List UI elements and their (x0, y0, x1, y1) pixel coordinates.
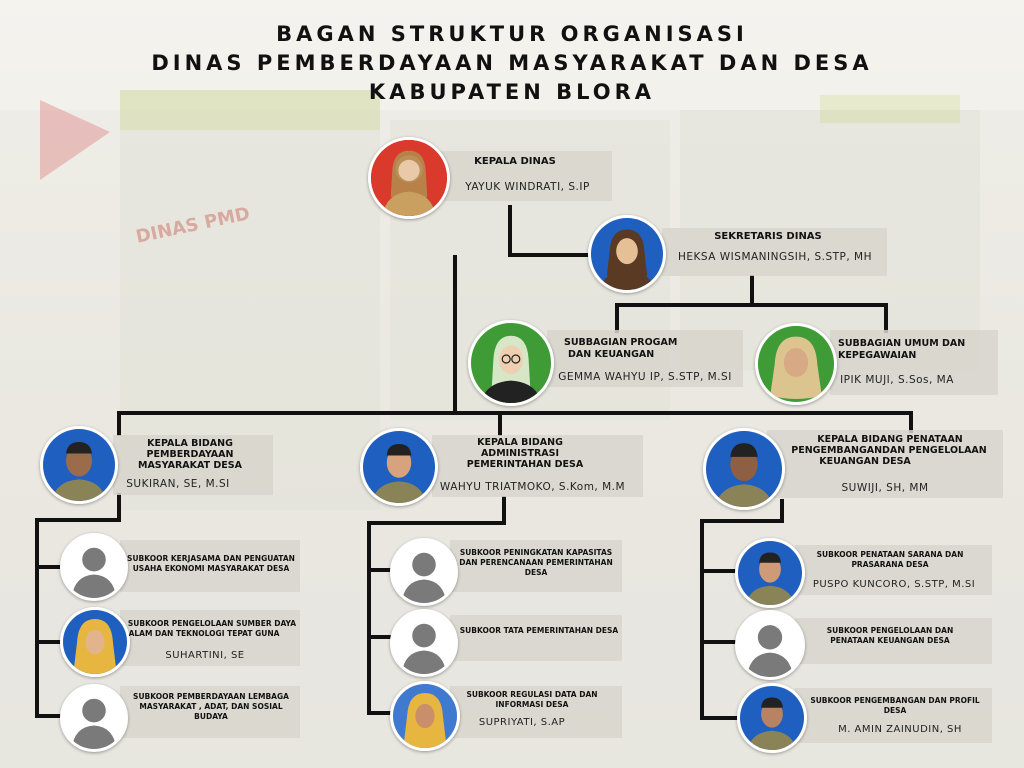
bidang-pmd-role-3: MASYARAKAT DESA (138, 460, 242, 471)
subkoor-col3-1-name: PUSPO KUNCORO, S.STP, M.SI (812, 579, 976, 590)
kepala-dinas-name: YAYUK WINDRATI, S.IP (465, 181, 590, 193)
bidang-pmd-photo (40, 426, 118, 504)
portrait-icon (471, 323, 551, 403)
bidang-apd-role-1: KEPALA BIDANG (477, 437, 563, 448)
person-placeholder-icon (393, 612, 455, 674)
bidang-apd-role-3: PEMERINTAHAN DESA (466, 459, 584, 470)
subbagian-program-photo (468, 320, 554, 406)
person-placeholder-icon (63, 536, 125, 598)
portrait-icon (738, 541, 802, 605)
bidang-ppk-role-3: KEUANGAN DESA (819, 456, 911, 467)
subkoor-col3-3-photo (737, 683, 807, 753)
subkoor-col1-3-role-1: SUBKOOR PEMBERDAYAAN LEMBAGA (133, 692, 289, 701)
portrait-icon (393, 684, 457, 748)
title-line-3: KABUPATEN BLORA (368, 80, 656, 104)
sekretaris-role: SEKRETARIS DINAS (714, 231, 822, 242)
bidang-ppk-role-2: PENGEMBANGANDAN PENGELOLAAN (791, 445, 987, 456)
subkoor-col2-1-photo (390, 538, 458, 606)
subbagian-umum-role-2: KEPEGAWAIAN (838, 350, 917, 361)
portrait-icon (758, 326, 834, 402)
subkoor-col2-2-photo (390, 609, 458, 677)
bidang-apd-name: WAHYU TRIATMOKO, S.Kom, M.M (439, 481, 626, 493)
subkoor-col1-2-name: SUHARTINI, SE (165, 650, 245, 661)
chart-title: BAGAN STRUKTUR ORGANISASI DINAS PEMBERDA… (0, 20, 1024, 107)
kepala-dinas-photo (368, 137, 450, 219)
subkoor-col2-3-name: SUPRIYATI, S.AP (478, 717, 566, 728)
subkoor-col1-3-role-3: BUDAYA (194, 712, 228, 721)
subkoor-col1-2-role-2: ALAM DAN TEKNOLOGI TEPAT GUNA (128, 629, 280, 638)
bidang-ppk-name: SUWIJI, SH, MM (841, 482, 929, 494)
title-line-2: DINAS PEMBERDAYAAN MASYARAKAT DAN DESA (151, 51, 873, 75)
sekretaris-name: HEKSA WISMANINGSIH, S.STP, MH (678, 251, 872, 263)
bidang-ppk-photo (703, 428, 785, 510)
subkoor-col3-3-role-1: SUBKOOR PENGEMBANGAN DAN PROFIL (810, 696, 980, 705)
sekretaris-photo (588, 215, 666, 293)
portrait-icon (591, 218, 663, 290)
bidang-apd-role-2: ADMINISTRASI (480, 448, 560, 459)
subkoor-col2-3-photo (390, 681, 460, 751)
subkoor-col1-2-photo (60, 607, 130, 677)
person-placeholder-icon (738, 613, 802, 677)
subbagian-umum-photo (755, 323, 837, 405)
subkoor-col3-2-role-2: PENATAAN KEUANGAN DESA (830, 636, 950, 645)
person-placeholder-icon (393, 541, 455, 603)
bidang-ppk-role-1: KEPALA BIDANG PENATAAN (817, 434, 963, 445)
bidang-apd-photo (360, 428, 438, 506)
subkoor-col1-1-photo (60, 533, 128, 601)
subbagian-program-role-2: DAN KEUANGAN (568, 349, 655, 360)
subkoor-col3-3-name: M. AMIN ZAINUDIN, SH (838, 724, 962, 735)
portrait-icon (371, 140, 447, 216)
subkoor-col2-1-role-1: SUBKOOR PENINGKATAN KAPASITAS (459, 548, 613, 557)
portrait-icon (740, 686, 804, 750)
portrait-icon (63, 610, 127, 674)
subkoor-col3-2-role-1: SUBKOOR PENGELOLAAN DAN (826, 626, 954, 635)
subkoor-col3-2-photo (735, 610, 805, 680)
subkoor-col1-3-role-2: MASYARAKAT , ADAT, DAN SOSIAL (139, 702, 283, 711)
subkoor-col2-1-role-2: DAN PERENCANAAN PEMERINTAHAN (459, 558, 613, 567)
subkoor-col2-3-role-2: INFORMASI DESA (495, 700, 569, 709)
subbagian-program-name: GEMMA WAHYU IP, S.STP, M.SI (558, 371, 732, 383)
portrait-icon (43, 429, 115, 501)
person-placeholder-icon (63, 687, 125, 749)
subbagian-umum-name: IPIK MUJI, S.Sos, MA (840, 374, 954, 386)
subkoor-col1-2-role-1: SUBKOOR PENGELOLAAN SUMBER DAYA (127, 619, 297, 628)
kepala-dinas-role: KEPALA DINAS (474, 156, 556, 167)
bidang-pmd-role-2: PEMBERDAYAAN (146, 449, 234, 460)
bidang-pmd-role-1: KEPALA BIDANG (147, 438, 233, 449)
subkoor-col2-1-role-3: DESA (524, 568, 548, 577)
subkoor-col3-3-role-2: DESA (883, 706, 907, 715)
subkoor-col2-3-role-1: SUBKOOR REGULASI DATA DAN (466, 690, 598, 699)
subbagian-umum-role-1: SUBBAGIAN UMUM DAN (838, 338, 966, 349)
subkoor-col1-3-photo (60, 684, 128, 752)
subkoor-col1-1-role-1: SUBKOOR KERJASAMA DAN PENGUATAN (127, 554, 295, 563)
subkoor-col3-1-role-2: PRASARANA DESA (851, 560, 929, 569)
subbagian-program-role-1: SUBBAGIAN PROGAM (564, 337, 678, 348)
subkoor-col2-2-role-1: SUBKOOR TATA PEMERINTAHAN DESA (459, 626, 619, 635)
portrait-icon (706, 431, 782, 507)
subkoor-col3-1-photo (735, 538, 805, 608)
subkoor-col3-1-role-1: SUBKOOR PENATAAN SARANA DAN (816, 550, 964, 559)
title-line-1: BAGAN STRUKTUR ORGANISASI (276, 22, 748, 46)
subkoor-col1-1-role-2: USAHA EKONOMI MASYARAKAT DESA (132, 564, 290, 573)
portrait-icon (363, 431, 435, 503)
bidang-pmd-name: SUKIRAN, SE, M.SI (126, 478, 230, 490)
